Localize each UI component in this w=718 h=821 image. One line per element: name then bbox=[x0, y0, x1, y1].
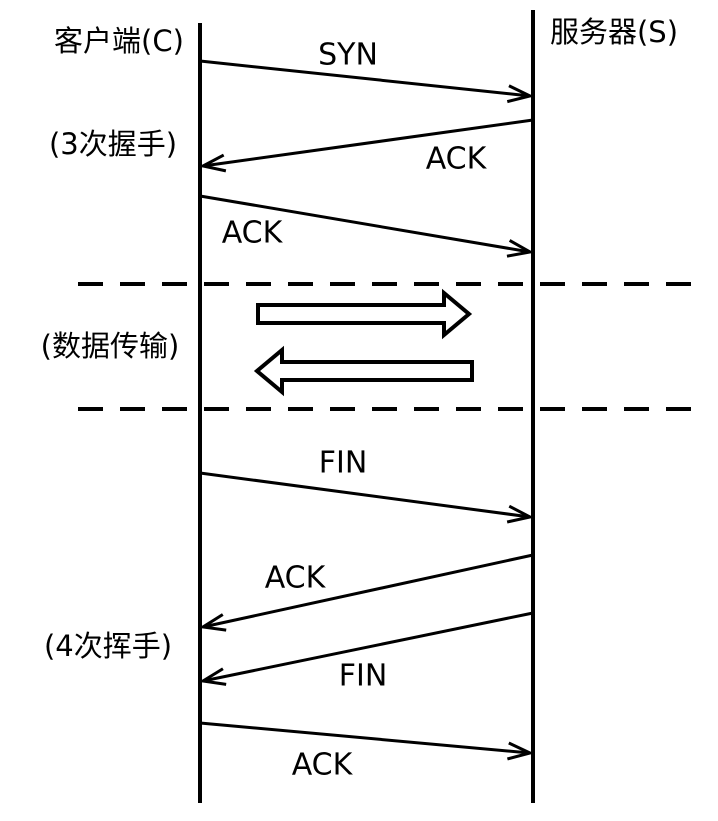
section-label-data-transfer: (数据传输) bbox=[41, 329, 180, 363]
data-transfer-left-block-arrow bbox=[253, 345, 474, 397]
message-ack-1: ACK bbox=[203, 118, 534, 177]
message-ack-1-label: ACK bbox=[426, 142, 488, 177]
data-transfer-right-block-arrow bbox=[256, 288, 473, 340]
message-fin-1-arrow bbox=[199, 471, 530, 517]
section-label-handshake: (3次握手) bbox=[49, 127, 177, 161]
message-syn-label: SYN bbox=[318, 38, 378, 73]
message-fin-1-label: FIN bbox=[319, 446, 368, 481]
message-ack-4: ACK bbox=[199, 721, 530, 783]
message-ack-3-arrow bbox=[203, 553, 534, 627]
server-actor-label: 服务器(S) bbox=[550, 15, 678, 49]
message-fin-1: FIN bbox=[199, 446, 530, 518]
message-ack-3: ACK bbox=[203, 553, 534, 627]
message-fin-2-label: FIN bbox=[339, 659, 388, 694]
message-ack-3-label: ACK bbox=[265, 561, 327, 596]
section-label-teardown: (4次挥手) bbox=[44, 629, 172, 663]
message-ack-2: ACK bbox=[199, 194, 530, 252]
message-ack-2-arrow bbox=[199, 194, 530, 252]
message-syn-arrow bbox=[199, 59, 530, 96]
message-ack-4-label: ACK bbox=[292, 748, 354, 783]
message-syn: SYN bbox=[199, 38, 530, 97]
message-ack-2-label: ACK bbox=[222, 216, 284, 251]
message-ack-1-arrow bbox=[203, 118, 534, 166]
message-ack-4-arrow bbox=[199, 721, 530, 753]
client-actor-label: 客户端(C) bbox=[54, 24, 184, 58]
message-fin-2-arrow bbox=[203, 611, 534, 681]
message-fin-2: FIN bbox=[203, 611, 534, 694]
